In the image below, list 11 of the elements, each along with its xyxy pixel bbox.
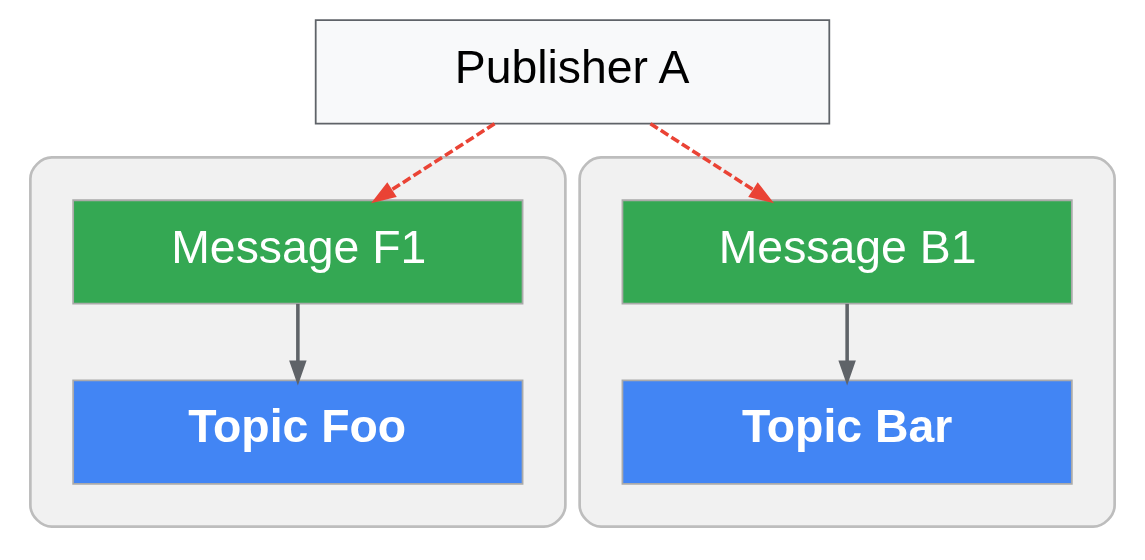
node-box: Topic Bar [621,379,1073,485]
node-box: Message B1 [621,198,1073,305]
arrow [289,303,307,385]
node-box: Message F1 [72,198,524,305]
arrow [371,121,496,203]
node-box: Publisher A [314,18,831,124]
arrow [649,121,774,203]
cluster [578,155,1116,528]
arrow [838,303,856,385]
cluster [29,155,567,528]
node-box: Topic Foo [72,379,524,485]
